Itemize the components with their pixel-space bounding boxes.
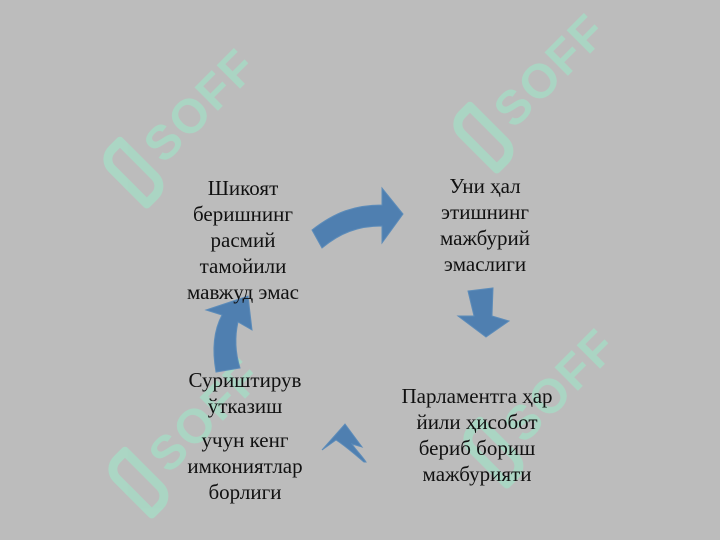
arrow-top-icon [311, 186, 404, 249]
arrow-left-icon [204, 295, 253, 373]
node-text-line: Шикоят [207, 176, 279, 200]
node-text-line: бериб бориш [418, 436, 536, 460]
node-text-line: ўтказиш [207, 394, 283, 418]
node-text-line: мавжуд эмас [186, 280, 299, 304]
node-text-line: имкониятлар [187, 454, 303, 478]
node-text-line: Уни ҳал [449, 174, 521, 198]
arrow-bottom-icon [321, 423, 367, 463]
node-text-line: Суриштирув [188, 368, 302, 392]
node-text-line: расмий [210, 228, 276, 252]
node-bottom-right: Парламентга ҳар йили ҳисобот бериб бориш… [382, 383, 572, 487]
node-text-line: Парламентга ҳар [401, 384, 553, 408]
node-top-right: Уни ҳал этишнинг мажбурий эмаслиги [410, 173, 560, 277]
node-top-left: Шикоят беришнинг расмий тамойили мавжуд … [168, 175, 318, 305]
node-text-line: эмаслиги [443, 252, 527, 276]
node-text-line: учун кенг [201, 428, 289, 452]
node-text-line: мажбурияти [422, 462, 532, 486]
node-text-line: борлиги [208, 480, 282, 504]
node-text-line: йили ҳисобот [416, 410, 538, 434]
node-text-line: беришнинг [193, 202, 293, 226]
node-text-line: этишнинг [441, 200, 529, 224]
node-bottom-left: Суриштирув ўтказиш учун кенг имкониятлар… [170, 367, 320, 505]
node-text-line: тамойили [199, 254, 287, 278]
node-text-line: мажбурий [439, 226, 531, 250]
arrow-right-icon [456, 287, 511, 338]
